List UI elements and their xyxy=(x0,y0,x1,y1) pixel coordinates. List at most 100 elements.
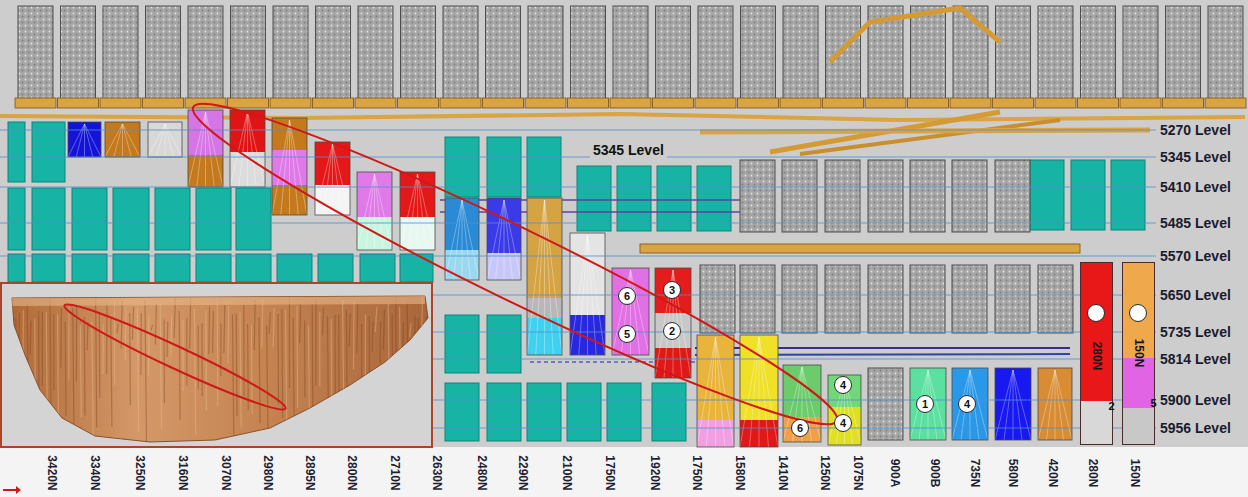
shading-streak xyxy=(208,307,210,354)
blast-ring xyxy=(462,200,463,280)
blast-ring xyxy=(504,200,505,280)
shading-streak xyxy=(322,307,323,335)
callout-number: 4 xyxy=(840,418,846,429)
backfilled-stope xyxy=(188,6,223,100)
shading-streak xyxy=(155,303,156,344)
teal-stope xyxy=(567,383,601,441)
shading-streak xyxy=(80,326,82,417)
development-drift xyxy=(143,98,184,108)
level-label: 5650 Level xyxy=(1160,288,1231,302)
section-label: 1750N xyxy=(604,455,616,490)
shading-streak xyxy=(42,312,43,386)
blast-ring xyxy=(123,124,141,157)
shading-streak xyxy=(163,319,165,402)
blast-ring xyxy=(1004,370,1013,440)
level-label: 5410 Level xyxy=(1160,180,1231,194)
stope-box: 280N2 xyxy=(1080,262,1113,445)
blast-ring xyxy=(375,174,393,250)
stope-panel xyxy=(105,122,140,157)
shading-streak xyxy=(304,321,305,397)
highlight-ellipse xyxy=(60,295,290,418)
callout-circle: 1 xyxy=(916,395,934,413)
development-drift xyxy=(653,98,694,108)
development-drift xyxy=(780,98,821,108)
blast-ring xyxy=(247,112,248,187)
section-label: 1920N xyxy=(649,455,661,490)
stope-panel xyxy=(995,368,1031,440)
teal-stope xyxy=(196,254,231,282)
stope-outline xyxy=(527,198,562,355)
shading-streak xyxy=(30,321,32,355)
development-drift xyxy=(1163,98,1204,108)
shading-streak xyxy=(212,311,214,353)
blast-ring xyxy=(206,112,224,187)
callout-number: 3 xyxy=(669,285,675,296)
shading-streak xyxy=(65,321,67,416)
shading-streak xyxy=(240,311,241,427)
blast-ring xyxy=(759,337,778,447)
callout-number: 6 xyxy=(624,291,630,302)
teal-stope xyxy=(277,254,312,282)
blast-ring xyxy=(357,174,375,250)
teal-stope xyxy=(8,188,25,250)
blast-ring xyxy=(333,144,351,215)
blast-ring xyxy=(697,337,716,447)
shading-streak xyxy=(243,305,244,396)
development-drift xyxy=(398,98,439,108)
blast-ring xyxy=(68,124,85,157)
callout-circle: 4 xyxy=(958,395,976,413)
teal-stope xyxy=(487,137,521,197)
teal-stope xyxy=(652,383,686,441)
development-drift xyxy=(1035,98,1076,108)
shading-streak xyxy=(247,324,249,410)
teal-stope xyxy=(1111,160,1145,230)
backfilled-stope xyxy=(868,265,903,333)
blast-ring xyxy=(165,124,182,157)
callout-number: 2 xyxy=(1108,401,1114,412)
blast-ring xyxy=(1038,370,1055,440)
teal-stope xyxy=(32,254,65,282)
shading-streak xyxy=(182,320,183,391)
level-label: 5570 Level xyxy=(1160,249,1231,263)
shading-streak xyxy=(338,314,339,391)
blast-ring xyxy=(289,120,290,215)
callout-circle: 6 xyxy=(791,419,809,437)
blast-ring xyxy=(1047,370,1056,440)
shading-streak xyxy=(60,308,62,368)
blast-ring xyxy=(332,144,333,215)
teal-stope xyxy=(196,188,231,250)
teal-stope xyxy=(487,315,521,373)
section-label: 2980N xyxy=(262,455,274,490)
development-drift xyxy=(100,98,141,108)
shading-streak xyxy=(114,301,115,385)
teal-stope xyxy=(445,315,479,373)
section-label: 1750N xyxy=(691,455,703,490)
shading-streak xyxy=(86,322,88,350)
blast-ring xyxy=(1055,370,1056,440)
shading-streak xyxy=(117,323,118,333)
teal-stope xyxy=(8,122,25,182)
blast-ring xyxy=(504,200,521,280)
shading-streak xyxy=(201,323,202,396)
shading-streak xyxy=(73,309,74,429)
blast-ring xyxy=(418,174,427,250)
teal-stope xyxy=(445,137,479,197)
orebody-model xyxy=(12,296,428,442)
backfilled-stope xyxy=(783,6,818,100)
shading-streak xyxy=(16,318,17,424)
access-ramp xyxy=(830,8,1000,62)
shading-streak xyxy=(343,300,344,442)
shading-streak xyxy=(76,303,77,382)
stope-outline xyxy=(952,368,988,440)
callout-circle: 4 xyxy=(834,376,852,394)
callout-circle: 2 xyxy=(1087,304,1105,322)
level-line xyxy=(0,157,1156,158)
section-label: 3340N xyxy=(89,455,101,490)
shading-streak xyxy=(315,299,316,386)
level-label: 5814 Level xyxy=(1160,352,1231,366)
backfilled-stope xyxy=(61,6,96,100)
teal-stope xyxy=(236,254,271,282)
development-drift xyxy=(483,98,524,108)
development-drift xyxy=(865,98,906,108)
callout-number: 5 xyxy=(1150,398,1156,409)
